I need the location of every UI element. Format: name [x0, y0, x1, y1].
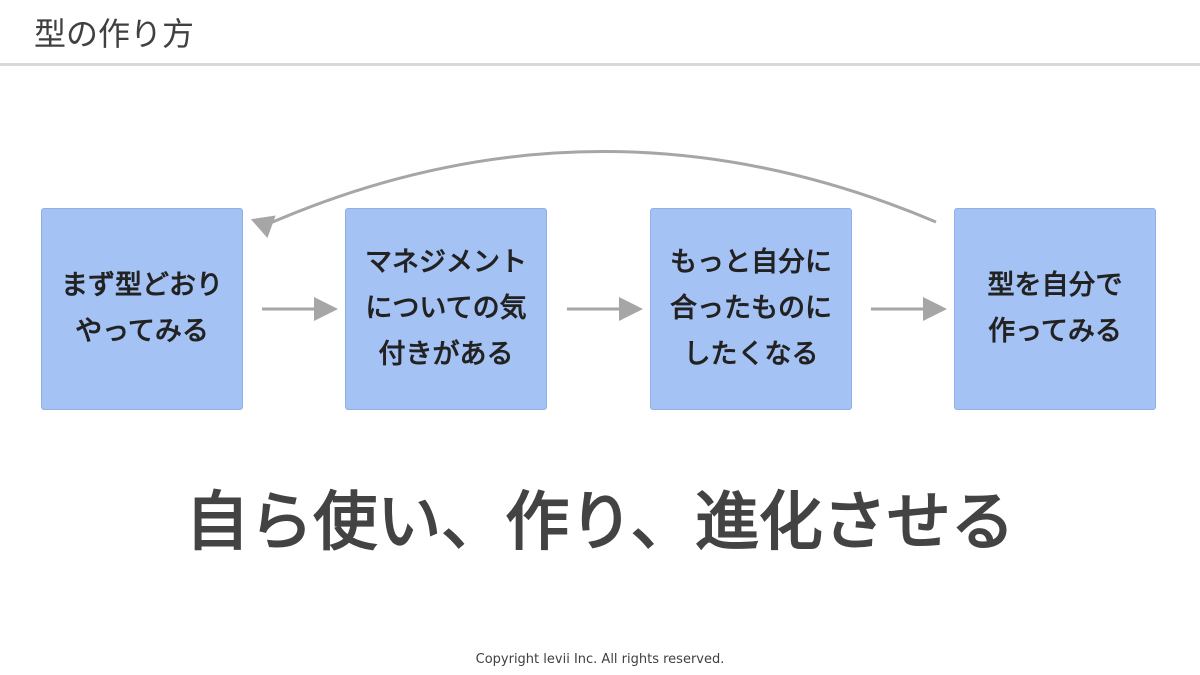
step-box-2: マネジメント についての気 付きがある	[345, 208, 547, 410]
copyright-footer: Copyright levii Inc. All rights reserved…	[475, 652, 725, 667]
step-box-4: 型を自分で 作ってみる	[954, 208, 1156, 410]
step-box-3: もっと自分に 合ったものに したくなる	[650, 208, 852, 410]
title-divider	[0, 63, 1200, 66]
step-box-1: まず型どおり やってみる	[41, 208, 243, 410]
slide-title: 型の作り方	[34, 15, 195, 53]
arrow-3-to-4	[871, 297, 947, 321]
headline: 自ら使い、作り、進化させる	[185, 486, 1015, 560]
arrow-1-to-2	[262, 297, 338, 321]
arrow-2-to-3	[567, 297, 643, 321]
